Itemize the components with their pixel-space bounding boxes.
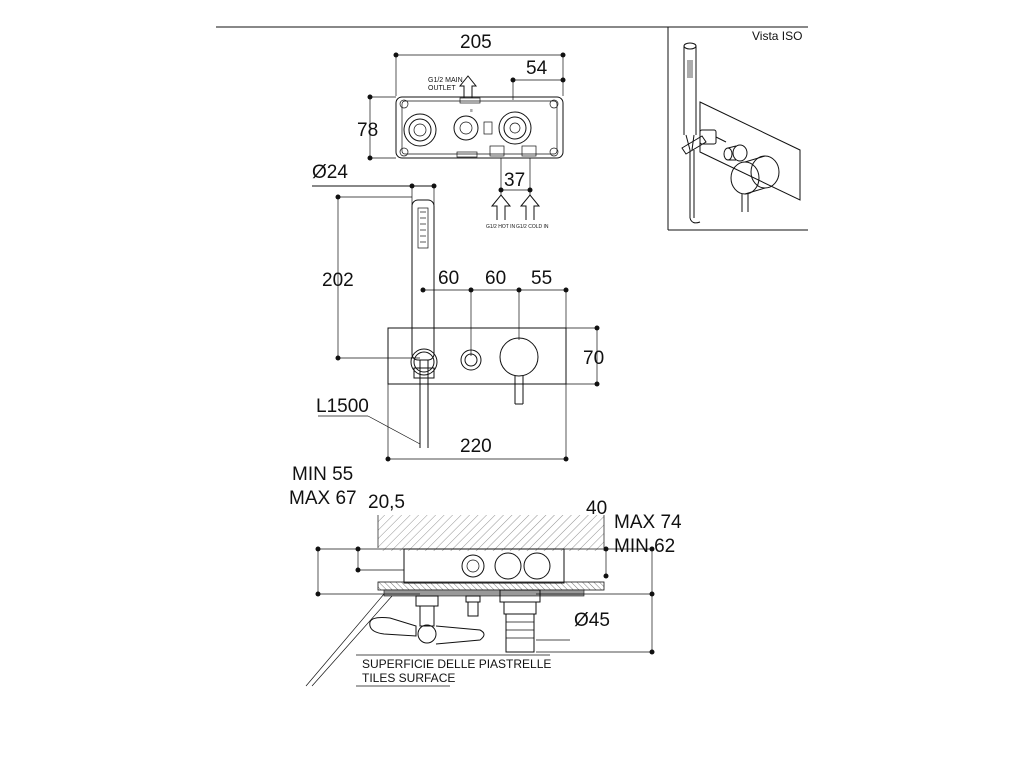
iso-view: Vista ISO	[681, 29, 802, 224]
cold-in-label: G1/2 COLD IN	[516, 224, 549, 230]
dim-top-height: 78	[357, 120, 378, 141]
main-outlet-label-2: OUTLET	[428, 85, 456, 92]
section-view: MIN 55 MAX 67 20,5 40 MAX 74 MIN 62 Ø45	[289, 464, 682, 687]
dim-spacing-1: 60	[438, 268, 459, 289]
handshower-side	[369, 617, 417, 637]
dim-spacing-2: 60	[485, 268, 506, 289]
body-box	[395, 96, 564, 159]
dim-top-offset: 54	[526, 58, 548, 79]
svg-text:≡: ≡	[470, 108, 473, 114]
iso-mixer	[730, 155, 780, 212]
cold-in-arrow-icon	[519, 194, 541, 220]
dim-offset: 20,5	[368, 492, 405, 513]
dim-spacing-3: 55	[531, 268, 552, 289]
hot-in-label: G1/2 HOT IN	[486, 224, 515, 230]
iso-diverter	[723, 144, 748, 162]
main-outlet-label-1: G1/2 MAIN	[428, 77, 463, 84]
dim-top-width: 205	[460, 32, 492, 53]
dim-plate-height: 70	[583, 348, 604, 369]
dim-min-total: MIN 62	[614, 536, 675, 557]
tile-surface-label-it: SUPERFICIE DELLE PIASTRELLE	[362, 657, 551, 671]
iso-plate	[699, 101, 801, 201]
dim-max-depth: MAX 67	[289, 488, 357, 509]
iso-handshower	[683, 42, 701, 224]
dim-plate-width: 220	[460, 436, 492, 457]
dim-knob-diameter: Ø45	[574, 610, 610, 631]
front-view: Ø24 202 60 60 55	[312, 162, 604, 462]
dim-inlet-spacing: 37	[504, 170, 525, 191]
dim-hose-length: L1500	[316, 396, 369, 417]
front-plate	[387, 327, 567, 385]
tile-surface-label-en: TILES SURFACE	[362, 671, 455, 685]
iso-holder	[681, 129, 727, 155]
top-view: 205 54 78 G1/2 MAIN OUTLET	[357, 32, 566, 230]
main-outlet-arrow-icon	[458, 75, 478, 98]
dim-max-total: MAX 74	[614, 512, 682, 533]
dim-handshower-length: 202	[322, 270, 354, 291]
wall-hatch	[378, 515, 604, 551]
iso-label: Vista ISO	[752, 29, 802, 43]
dim-min-depth: MIN 55	[292, 464, 353, 485]
dim-handshower-diameter: Ø24	[312, 162, 348, 183]
handshower	[411, 199, 435, 448]
dim-flange: 40	[586, 498, 607, 519]
sheet-frame	[216, 26, 808, 231]
hot-in-arrow-icon	[490, 194, 512, 220]
section-box	[403, 548, 565, 584]
